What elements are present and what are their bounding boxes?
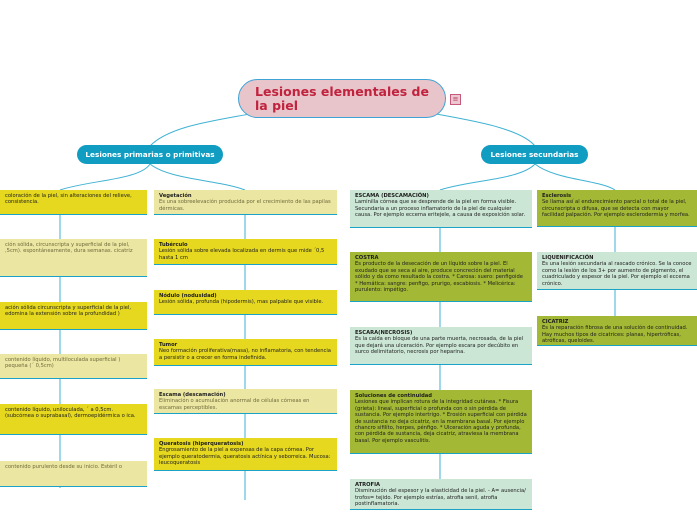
secundaria-atrofia[interactable]: ATROFIA Disminución del espesor y la ela… [350,479,532,510]
primaria-tuberculo[interactable]: Tubérculo Lesión sólida sobre elevada lo… [154,239,337,265]
root-topic[interactable]: Lesiones elementales de la piel [238,79,446,118]
primaria-vegetacion[interactable]: Vegetación Es una sobreelevación produci… [154,190,337,215]
primaria-papula[interactable]: ción sólida, circunscripta y superficial… [0,239,147,277]
primaria-escama[interactable]: Escama (descamación) Eliminación o acumu… [154,389,337,414]
note-icon[interactable]: ≡ [450,94,461,105]
primaria-vesicula[interactable]: contenido líquido, multiloculada superfi… [0,354,147,379]
secundaria-soluciones-continuidad[interactable]: Soluciones de continuidad Lesiones que i… [350,390,532,454]
primaria-pustula[interactable]: contenido purulento desde su inicio. Est… [0,461,147,487]
primaria-macula[interactable]: coloración de la piel, sin alteraciones … [0,190,147,215]
secundaria-liquenificacion[interactable]: LIQUENIFICACIÓN Es una lesión secundaria… [537,252,697,290]
secundaria-escama[interactable]: ESCAMA (DESCAMACIÓN) Laminilla córnea qu… [350,190,532,228]
root-title: Lesiones elementales de la piel [255,84,429,113]
primaria-nodulo[interactable]: Nódulo (nodusidad) Lesión sólida, profun… [154,290,337,315]
secundaria-esclerosis[interactable]: Esclerosis Se llama así al endurecimient… [537,190,697,227]
primaria-tumor[interactable]: Tumor Neo formación proliferativa(masa),… [154,339,337,366]
secundaria-costra[interactable]: COSTRA Es producto de la desecación de u… [350,252,532,302]
primaria-queratosis[interactable]: Queratosis (hiperqueratosis) Engrosamien… [154,438,337,471]
primaria-ampolla[interactable]: contenido líquido, uniloculada, ´ a 0,5c… [0,404,147,435]
secundaria-escara[interactable]: ESCARA(NECROSIS) Es la caída en bloque d… [350,327,532,365]
primaria-placa[interactable]: ación sólida circunscripta y superficial… [0,302,147,330]
secundaria-cicatriz[interactable]: CICATRIZ Es la reparación fibrosa de una… [537,316,697,346]
branch-secundarias[interactable]: Lesiones secundarias [481,145,588,164]
branch-primarias[interactable]: Lesiones primarias o primitivas [77,145,223,164]
